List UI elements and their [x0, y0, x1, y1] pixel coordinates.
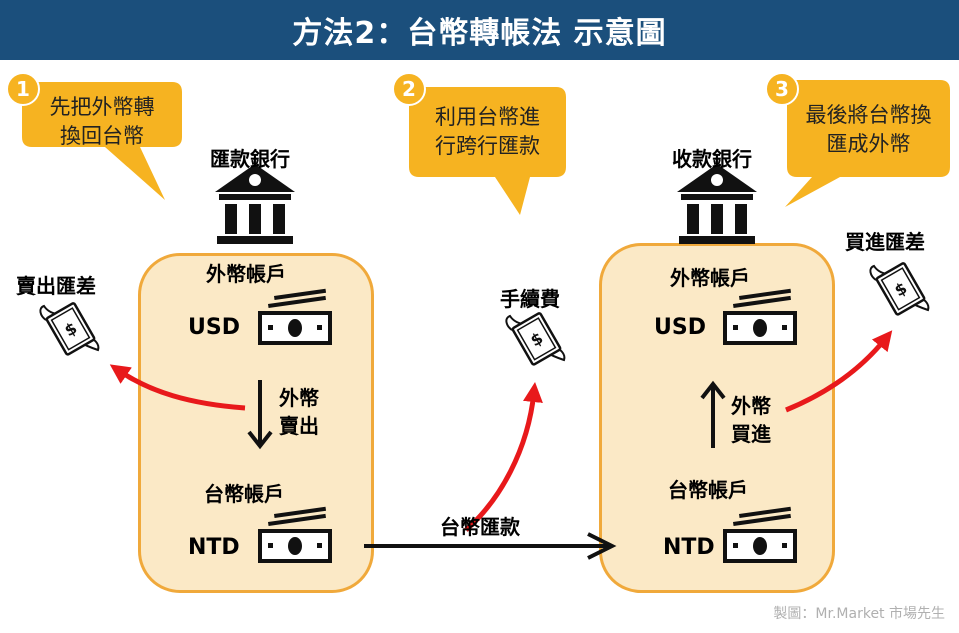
flying-money-icon — [869, 261, 930, 317]
sending-bank-box — [138, 253, 374, 593]
red-arrow-sell-spread — [109, 364, 246, 411]
sending-bank-icon — [215, 164, 295, 244]
callout-text-2: 利用台幣進 行跨行匯款 — [435, 105, 540, 158]
fee-label: 手續費 — [500, 287, 560, 311]
page-title: 方法2：台幣轉帳法 示意圖 — [0, 0, 959, 60]
cash-icon — [723, 504, 797, 563]
flying-money-icon — [505, 311, 566, 367]
buy-spread-label: 買進匯差 — [845, 230, 925, 254]
callout-text-3: 最後將台幣換 匯成外幣 — [805, 103, 932, 156]
step-badge-3: 3 — [765, 72, 799, 106]
cash-icon — [258, 286, 332, 345]
buy-action-label: 外幣 買進 — [731, 394, 771, 446]
buy-up-arrow — [700, 380, 726, 448]
sell-down-arrow — [247, 380, 273, 450]
cash-icon — [723, 286, 797, 345]
cash-icon — [258, 504, 332, 563]
callout-bubble-1 — [22, 82, 182, 200]
sending-twd-account-label: 台幣帳戶 — [204, 482, 284, 506]
transfer-arrow — [364, 532, 617, 560]
step-badge-1: 1 — [6, 72, 40, 106]
receiving-bank-icon — [677, 164, 757, 244]
callout-bubble-3 — [785, 80, 950, 207]
sell-spread-label: 賣出匯差 — [16, 274, 96, 298]
credit-text: 製圖：Mr.Market 市場先生 — [773, 606, 945, 622]
callout-bubble-2 — [409, 87, 566, 215]
receiving-ntd-label: NTD — [663, 535, 715, 560]
sending-ntd-label: NTD — [188, 535, 240, 560]
red-arrow-buy-spread — [785, 330, 893, 413]
sending-foreign-account-label: 外幣帳戶 — [206, 262, 286, 286]
callout-text-1: 先把外幣轉 換回台幣 — [49, 95, 155, 148]
receiving-twd-account-label: 台幣帳戶 — [668, 478, 748, 502]
sending-usd-label: USD — [188, 315, 240, 340]
red-arrow-fee — [464, 382, 543, 532]
step-badge-2: 2 — [392, 72, 426, 106]
sending-bank-label: 匯款銀行 — [210, 147, 290, 171]
receiving-foreign-account-label: 外幣帳戶 — [670, 266, 750, 290]
sell-action-label: 外幣 賣出 — [279, 386, 319, 438]
flying-money-icon — [39, 301, 100, 357]
receiving-bank-label: 收款銀行 — [672, 147, 752, 171]
transfer-label: 台幣匯款 — [440, 515, 520, 539]
receiving-usd-label: USD — [654, 315, 706, 340]
